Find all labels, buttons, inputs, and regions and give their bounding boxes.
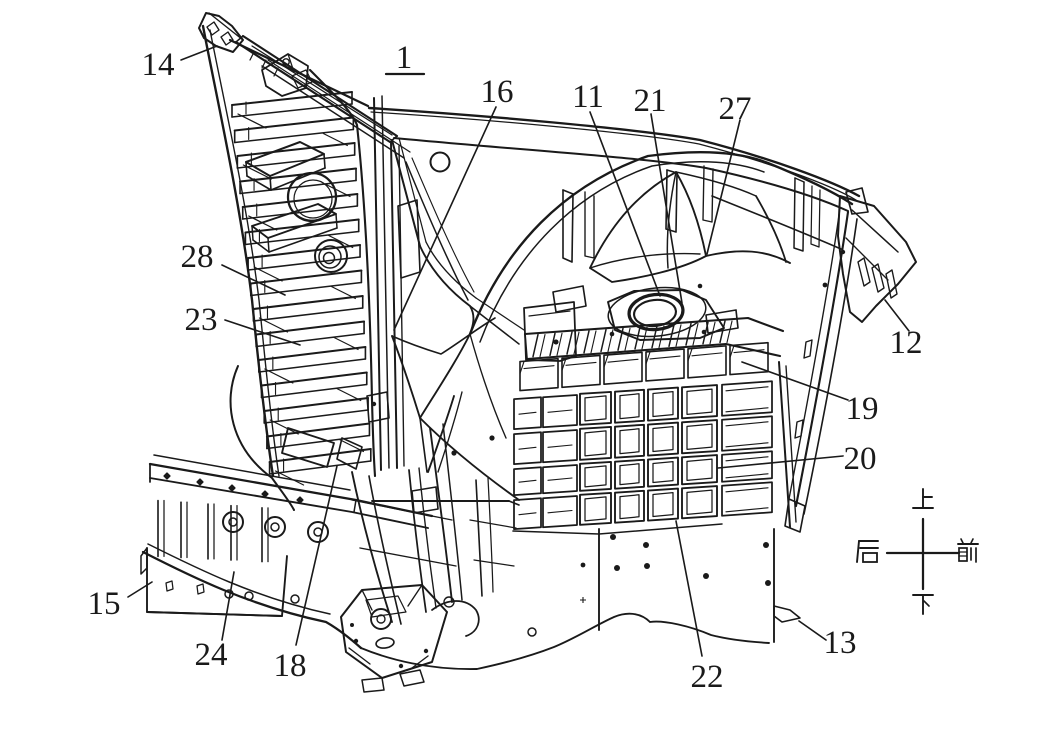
svg-text:12: 12	[890, 325, 923, 361]
svg-text:21: 21	[634, 83, 667, 119]
svg-text:16: 16	[481, 74, 514, 110]
svg-text:13: 13	[824, 625, 857, 661]
svg-text:14: 14	[142, 47, 175, 83]
svg-text:28: 28	[181, 239, 214, 275]
svg-text:1: 1	[396, 40, 413, 76]
svg-text:20: 20	[844, 441, 877, 477]
svg-text:23: 23	[185, 302, 218, 338]
svg-text:22: 22	[691, 659, 724, 695]
svg-text:18: 18	[274, 648, 307, 684]
svg-text:19: 19	[846, 391, 879, 427]
svg-text:27: 27	[719, 91, 752, 127]
svg-text:24: 24	[195, 637, 228, 673]
svg-text:11: 11	[572, 79, 604, 115]
svg-text:15: 15	[88, 586, 121, 622]
